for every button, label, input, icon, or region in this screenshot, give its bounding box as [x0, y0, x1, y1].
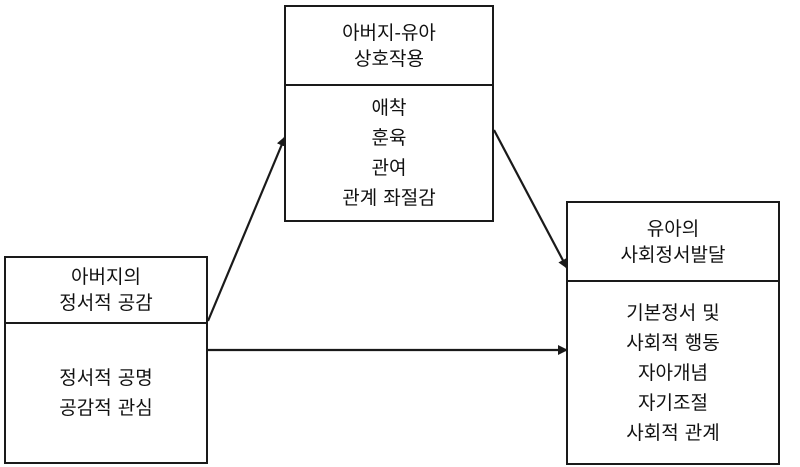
- item-self-regulation: 자기조절: [638, 391, 708, 414]
- title-line: 사회정서발달: [620, 243, 726, 266]
- father-emotional-empathy-title: 아버지의 정서적 공감: [6, 258, 206, 324]
- child-socioemotional-development-items: 기본정서 및 사회적 행동 자아개념 자기조절 사회적 관계: [568, 282, 778, 463]
- item-social-behavior: 사회적 행동: [626, 331, 720, 354]
- item-involvement: 관여: [371, 157, 407, 179]
- child-socioemotional-development-box: 유아의 사회정서발달 기본정서 및 사회적 행동 자아개념 자기조절 사회적 관…: [566, 201, 780, 465]
- child-socioemotional-development-title: 유아의 사회정서발달: [568, 203, 778, 282]
- item-emotional-resonance: 정서적 공명: [59, 367, 153, 389]
- item-empathic-concern: 공감적 관심: [59, 397, 153, 419]
- title-line: 정서적 공감: [59, 292, 153, 314]
- arrow-interaction-to-development: [493, 129, 568, 269]
- item-relationship-frustration: 관계 좌절감: [342, 187, 436, 209]
- father-emotional-empathy-items: 정서적 공명 공감적 관심: [6, 324, 206, 462]
- father-emotional-empathy-box: 아버지의 정서적 공감 정서적 공명 공감적 관심: [4, 256, 208, 464]
- item-attachment: 애착: [371, 97, 407, 119]
- father-child-interaction-title: 아버지-유아 상호작용: [286, 7, 492, 86]
- item-self-concept: 자아개념: [638, 361, 708, 384]
- title-line: 아버지의: [71, 266, 141, 288]
- item-social-relationship: 사회적 관계: [626, 421, 720, 444]
- title-line: 상호작용: [354, 47, 424, 70]
- father-child-interaction-items: 애착 훈육 관여 관계 좌절감: [286, 86, 492, 220]
- title-line: 아버지-유아: [342, 21, 436, 44]
- item-basic-emotion: 기본정서 및: [626, 301, 720, 324]
- title-line: 유아의: [646, 217, 700, 240]
- item-discipline: 훈육: [371, 127, 407, 149]
- arrow-empathy-to-interaction: [206, 136, 287, 322]
- father-child-interaction-box: 아버지-유아 상호작용 애착 훈육 관여 관계 좌절감: [284, 5, 494, 222]
